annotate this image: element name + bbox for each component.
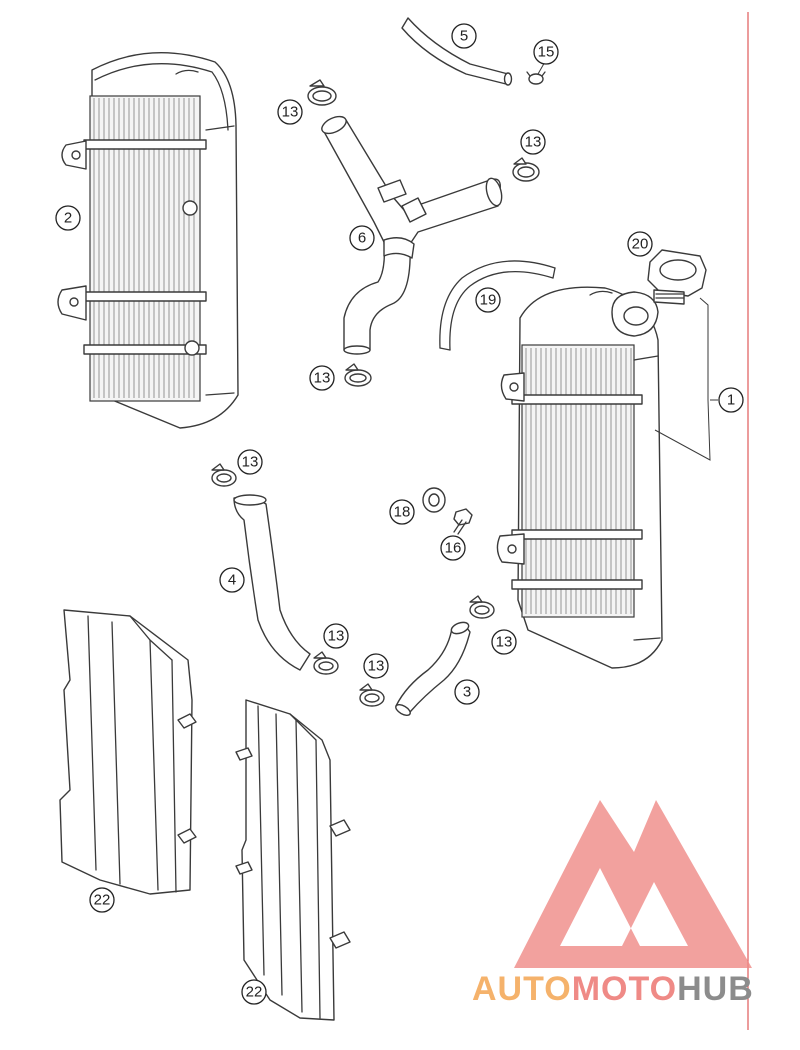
svg-text:5: 5 [460, 28, 468, 45]
svg-text:13: 13 [368, 658, 385, 675]
right-radiator-shroud [235, 699, 351, 1021]
callout-2: 2 [55, 205, 81, 231]
hose-clamp [469, 595, 495, 619]
callout-22: 22 [89, 887, 115, 913]
callout-13: 13 [323, 623, 349, 649]
right-radiator-bar-low [511, 579, 643, 590]
right-radiator-bar-mid [511, 529, 643, 540]
callout-16: 16 [440, 535, 466, 561]
mounting-screw [453, 508, 473, 535]
svg-text:18: 18 [394, 504, 411, 521]
overflow-hose [439, 260, 556, 349]
radiator-cap [647, 249, 707, 305]
watermark-moto: MOTO [572, 970, 677, 1008]
callout-22: 22 [241, 979, 267, 1005]
y-hose-clamp [383, 237, 415, 259]
svg-text:13: 13 [525, 134, 542, 151]
shroud-clip [177, 713, 197, 729]
svg-text:1: 1 [727, 392, 735, 409]
hose-clamp [211, 463, 237, 487]
hose-clamp [307, 79, 337, 106]
shroud-clip [235, 747, 253, 761]
automotohub-logo-icon [514, 800, 752, 968]
callout-18: 18 [389, 499, 415, 525]
svg-text:19: 19 [480, 292, 497, 309]
callouts: 1 2 3 4 5 6 13 13 13 13 13 13 13 15 16 1… [55, 23, 744, 1005]
shroud-clip [235, 861, 253, 875]
left-radiator [57, 51, 239, 429]
hose-clamp [313, 651, 339, 675]
left-radiator-bar-top [83, 139, 207, 150]
watermark-auto: AUTO [472, 970, 572, 1008]
svg-text:15: 15 [538, 44, 555, 61]
callout-3: 3 [454, 679, 480, 705]
lower-left-hose [233, 496, 311, 671]
shroud-clip [177, 828, 197, 844]
small-hose-clamp [526, 71, 546, 85]
watermark-hub: HUB [677, 970, 754, 1008]
y-connector-hose [321, 115, 503, 355]
hose-clamp [512, 157, 540, 182]
shroud-clip [329, 819, 351, 837]
callout-4: 4 [219, 567, 245, 593]
callout-13: 13 [309, 365, 335, 391]
callout-13: 13 [277, 99, 303, 125]
left-radiator-port [182, 200, 198, 216]
svg-text:13: 13 [496, 634, 513, 651]
svg-text:13: 13 [328, 628, 345, 645]
svg-text:16: 16 [445, 540, 462, 557]
watermark-wordmark: AUTOMOTOHUB [472, 970, 754, 1008]
svg-text:2: 2 [64, 210, 72, 227]
svg-text:4: 4 [228, 572, 236, 589]
left-radiator-shroud [59, 609, 197, 895]
hose-clamp [359, 683, 385, 707]
automotohub-watermark: AUTOMOTOHUB [472, 800, 754, 1008]
callout-13: 13 [491, 629, 517, 655]
svg-text:13: 13 [314, 370, 331, 387]
callout-15: 15 [533, 39, 559, 65]
left-radiator-bar-mid [83, 291, 207, 302]
callout-13: 13 [520, 129, 546, 155]
left-radiator-port [184, 340, 200, 356]
leader-lines [537, 59, 718, 461]
callout-1: 1 [718, 387, 744, 413]
svg-text:22: 22 [94, 892, 111, 909]
callout-13: 13 [363, 653, 389, 679]
svg-text:6: 6 [358, 230, 366, 247]
svg-text:20: 20 [632, 236, 649, 253]
callout-13: 13 [237, 449, 263, 475]
hose-clamp [344, 363, 372, 387]
rubber-grommet [422, 487, 446, 513]
y-hose-clamp [377, 179, 407, 203]
callout-6: 6 [349, 225, 375, 251]
svg-text:22: 22 [246, 984, 263, 1001]
svg-text:13: 13 [242, 454, 259, 471]
shroud-clip [329, 931, 351, 949]
callout-20: 20 [627, 231, 653, 257]
svg-text:13: 13 [282, 104, 299, 121]
left-radiator-bar-low [83, 344, 207, 355]
right-radiator-bar-top [511, 394, 643, 405]
lower-right-hose [395, 624, 471, 713]
callout-19: 19 [475, 287, 501, 313]
callout-5: 5 [451, 23, 477, 49]
svg-text:3: 3 [463, 684, 471, 701]
right-radiator [496, 286, 663, 669]
